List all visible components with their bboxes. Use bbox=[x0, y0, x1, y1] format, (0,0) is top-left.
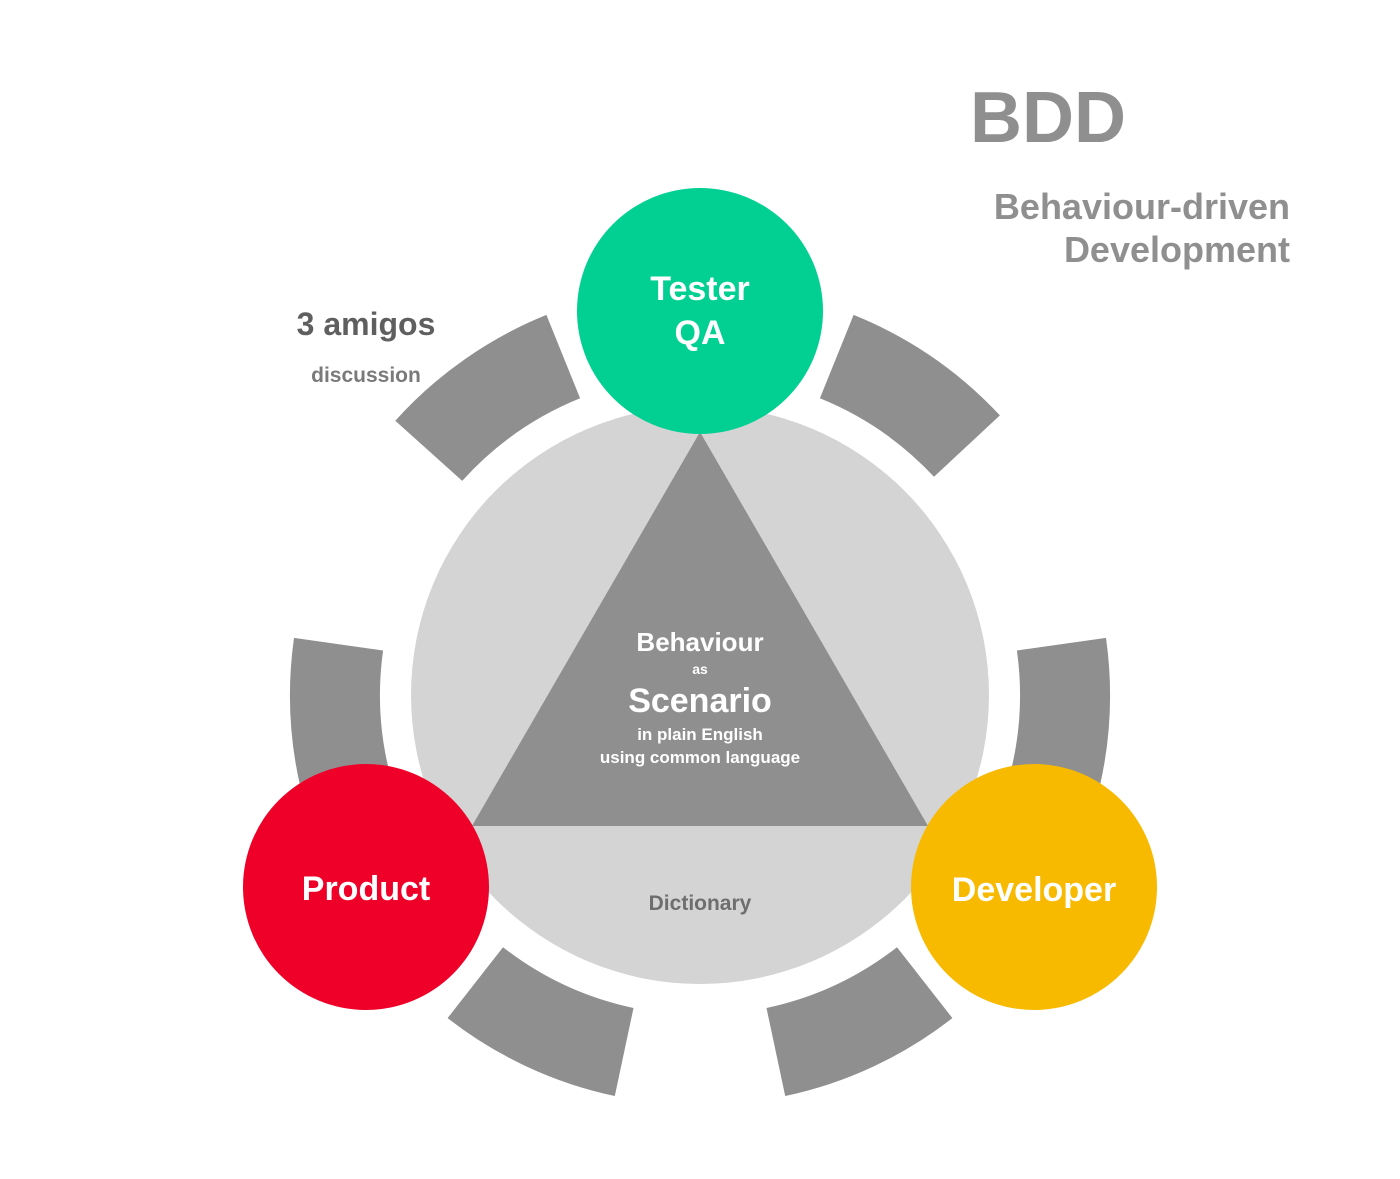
ring-segment-top-left bbox=[395, 314, 581, 481]
bdd-subtitle-line2: Development bbox=[1064, 229, 1290, 270]
tester-qa-circle bbox=[577, 188, 823, 434]
ring-segment-top-right bbox=[819, 314, 1000, 477]
developer-circle bbox=[911, 764, 1157, 1010]
center-common-language-text: using common language bbox=[600, 748, 800, 767]
qa-label: QA bbox=[675, 314, 726, 352]
center-behaviour-text: Behaviour bbox=[636, 627, 763, 657]
ring-segment-bottom-right bbox=[766, 947, 953, 1096]
bdd-acronym: BDD bbox=[970, 78, 1126, 158]
amigos-subtitle: discussion bbox=[311, 364, 421, 387]
developer-label: Developer bbox=[952, 871, 1116, 909]
scenario-triangle bbox=[472, 432, 928, 826]
dictionary-label: Dictionary bbox=[649, 892, 752, 915]
amigos-title: 3 amigos bbox=[297, 306, 436, 342]
bdd-subtitle-line1: Behaviour-driven bbox=[994, 186, 1290, 227]
center-as-text: as bbox=[692, 661, 708, 677]
center-scenario-text: Scenario bbox=[628, 682, 772, 720]
center-plain-english-text: in plain English bbox=[637, 725, 763, 744]
product-circle bbox=[243, 764, 489, 1010]
product-label: Product bbox=[302, 870, 430, 908]
tester-label: Tester bbox=[650, 270, 750, 308]
ring-segment-bottom-left bbox=[447, 947, 634, 1096]
